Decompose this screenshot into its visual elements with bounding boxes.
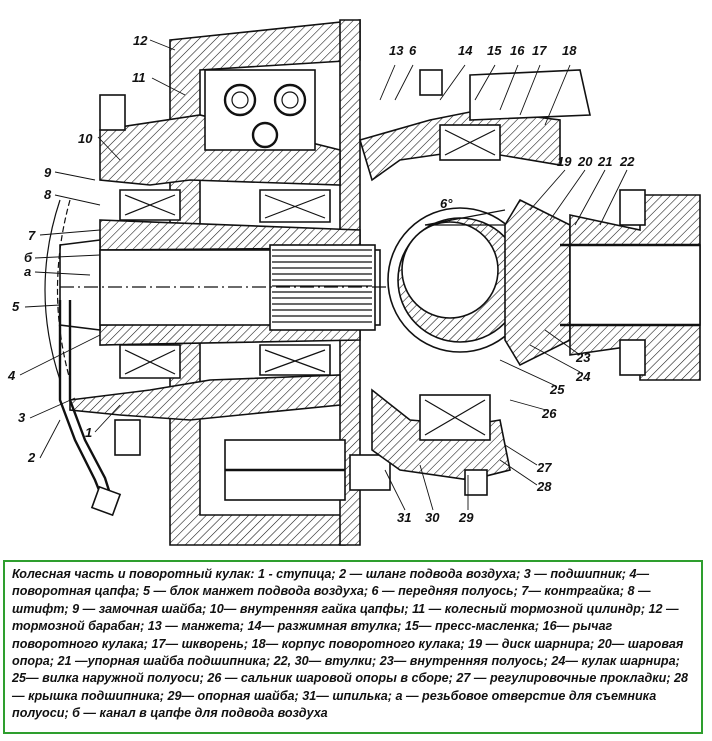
label-14: 14 [458, 43, 473, 58]
label-4: 4 [7, 368, 16, 383]
label-7: 7 [28, 228, 36, 243]
caption-text: Колесная часть и поворотный кулак: 1 - с… [12, 567, 689, 721]
label-6: 6 [409, 43, 417, 58]
label-17: 17 [532, 43, 547, 58]
label-26: 26 [541, 406, 557, 421]
angle-label: 6° [440, 196, 453, 211]
label-18: 18 [562, 43, 577, 58]
label-30: 30 [425, 510, 440, 525]
label-25: 25 [549, 382, 565, 397]
leader-lines [19, 39, 628, 511]
label-9: 9 [44, 165, 52, 180]
label-b: б [24, 250, 33, 265]
brake-wheel-cylinder [204, 69, 316, 151]
label-24: 24 [575, 369, 591, 384]
ball-joint [387, 198, 571, 367]
label-12: 12 [133, 33, 148, 48]
label-16: 16 [510, 43, 525, 58]
label-8: 8 [44, 187, 52, 202]
label-19: 19 [557, 154, 572, 169]
kingpin-lower [419, 394, 491, 441]
label-10: 10 [78, 131, 93, 146]
label-20: 20 [577, 154, 593, 169]
stud-assembly [224, 439, 391, 501]
wheel-hub-steering-knuckle-drawing: 6° 12 1 [7, 19, 701, 546]
label-a: a [24, 264, 31, 279]
label-15: 15 [487, 43, 502, 58]
label-21: 21 [597, 154, 612, 169]
joint-angle-indicator: 6° [424, 196, 506, 226]
caption-box: Колесная часть и поворотный кулак: 1 - с… [3, 560, 703, 734]
steering-arm [469, 69, 591, 121]
label-22: 22 [619, 154, 635, 169]
bolt-heads [99, 69, 646, 496]
air-hose [58, 300, 122, 517]
label-28: 28 [536, 479, 552, 494]
label-2: 2 [27, 450, 36, 465]
label-13: 13 [389, 43, 404, 58]
label-5: 5 [12, 299, 20, 314]
label-29: 29 [458, 510, 474, 525]
callout-labels: 12 11 10 9 8 7 б a 5 4 3 2 1 13 6 14 15 … [7, 33, 635, 525]
hub-bearings [119, 189, 331, 379]
outer-axle-flange [560, 194, 701, 381]
label-23: 23 [575, 350, 591, 365]
label-1: 1 [85, 425, 92, 440]
label-11: 11 [132, 70, 146, 85]
kingpin-upper [439, 124, 501, 161]
label-3: 3 [18, 410, 26, 425]
label-31: 31 [397, 510, 411, 525]
label-27: 27 [536, 460, 552, 475]
